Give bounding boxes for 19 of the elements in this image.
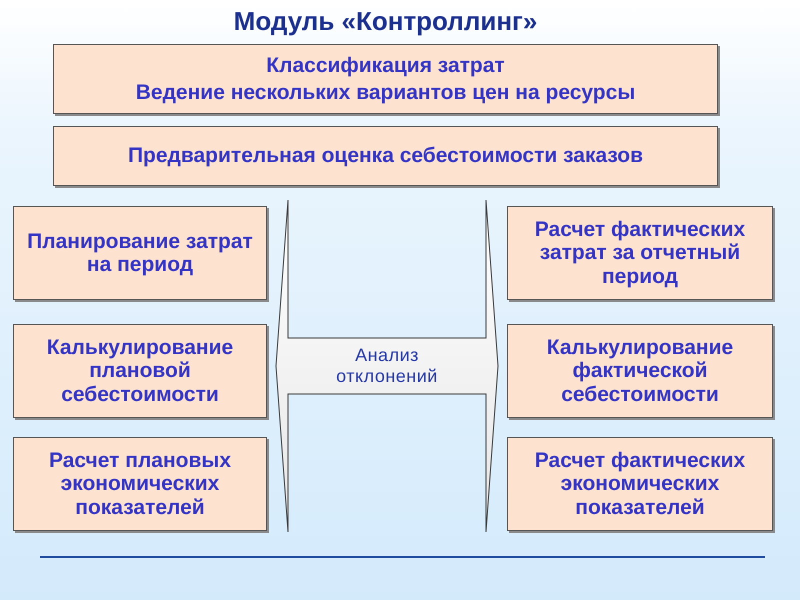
process-box	[13, 437, 267, 531]
box-text: Калькулирование плановой себестоимости	[46, 336, 234, 406]
process-box	[507, 206, 773, 300]
box-text: Расчет плановых экономических показателей	[48, 449, 232, 519]
box-text: Расчет фактических затрат за отчетный период	[534, 218, 746, 288]
box-text: Планирование затрат на период	[26, 230, 254, 276]
diagram-title: Модуль «Контроллинг»	[232, 5, 538, 37]
process-box	[53, 126, 718, 186]
process-box	[53, 44, 718, 114]
arrow-label: Анализ отклонений	[335, 345, 439, 387]
process-box	[13, 206, 267, 300]
box-text: Расчет фактических экономических показателей	[534, 449, 746, 519]
process-box	[507, 437, 773, 531]
box-text: Ведение нескольких вариантов цен на ресурсы	[136, 80, 636, 104]
process-box	[507, 324, 773, 418]
box-text: Калькулирование фактической себестоимости	[546, 336, 734, 406]
process-box	[13, 324, 267, 418]
box-text: Предварительная оценка себестоимости заказов	[128, 144, 644, 168]
box-text: Классификация затрат	[266, 54, 505, 78]
